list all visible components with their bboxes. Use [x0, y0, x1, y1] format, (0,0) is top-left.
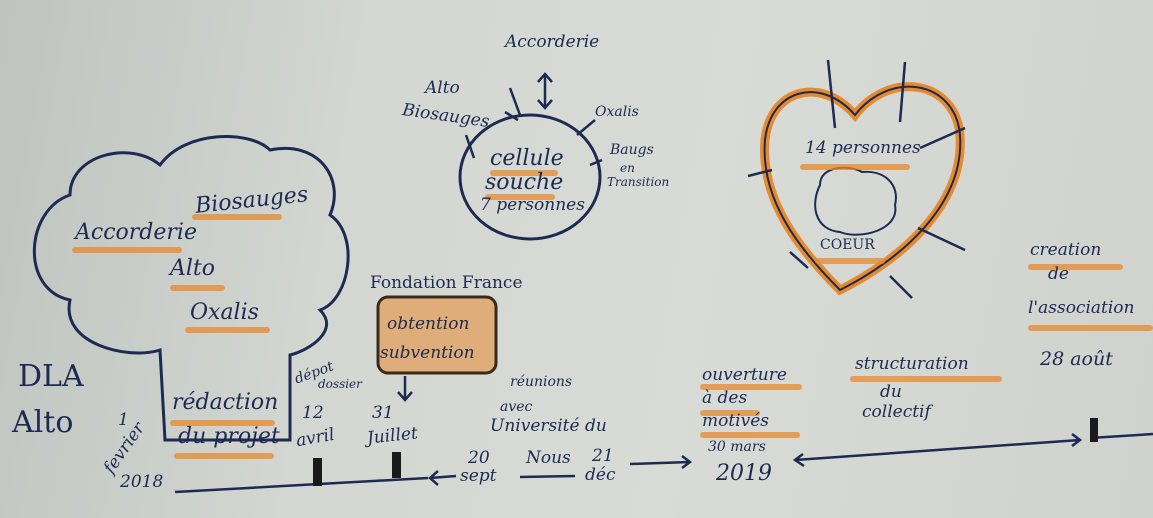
- avril-day: 12: [302, 403, 324, 423]
- structuration-l2: du: [880, 382, 902, 402]
- hl-cellule: [490, 170, 558, 176]
- ouverture-l3: motivés: [702, 411, 770, 431]
- heart-personnes: 14 personnes: [805, 138, 921, 158]
- cellule-l3: 7 personnes: [480, 195, 585, 215]
- reunions-l2: avec: [500, 399, 533, 415]
- hl-personnes: [800, 164, 910, 170]
- marker-avril: [313, 458, 322, 486]
- creation-l2: de: [1048, 264, 1069, 284]
- ouverture-l1: ouverture: [702, 365, 787, 385]
- hl-coeur: [815, 258, 885, 264]
- ouverture-l2: à des: [702, 388, 748, 408]
- hl-redaction-1: [170, 420, 275, 426]
- cloud-accorderie: Accorderie: [75, 220, 197, 245]
- timeline: [174, 432, 1153, 494]
- date-year: 2018: [120, 472, 164, 492]
- heart-arrows: [747, 59, 966, 299]
- depot-l2: dossier: [318, 377, 362, 391]
- obtention-l1: obtention: [387, 314, 470, 334]
- hl-creation: [1028, 264, 1123, 270]
- cellule-l2: souche: [485, 170, 564, 195]
- sept-month: sept: [460, 466, 497, 486]
- heart-outline: [763, 85, 962, 292]
- redaction-l1: rédaction: [172, 390, 279, 415]
- sept-day: 20: [468, 448, 490, 468]
- subvention-box: [376, 295, 498, 375]
- hl-association: [1028, 325, 1153, 331]
- redaction-l2: du projet: [178, 424, 280, 449]
- hl-cloud-oxalis: [185, 327, 270, 333]
- year-2019: 2019: [716, 461, 772, 486]
- date-day: 1: [118, 410, 129, 430]
- top-oxalis: Oxalis: [595, 104, 639, 120]
- aout: 28 août: [1040, 348, 1113, 370]
- obtention-l2: subvention: [380, 343, 475, 363]
- top-accorderie: Accorderie: [505, 32, 600, 52]
- ellipse-arrows: [464, 72, 603, 167]
- top-alto: Alto: [425, 78, 460, 98]
- structuration-l1: structuration: [855, 354, 969, 374]
- nous: Nous: [526, 448, 571, 468]
- creation-l3: l'association: [1028, 298, 1135, 318]
- mars: 30 mars: [708, 439, 766, 455]
- heart-inner-blob: [814, 166, 897, 236]
- reunions-l1: réunions: [510, 374, 573, 390]
- hl-cloud-accorderie: [72, 247, 182, 253]
- marker-aout: [1090, 418, 1098, 442]
- baugs-l1: Baugs: [610, 142, 654, 158]
- hl-souche: [485, 194, 555, 200]
- hl-motives: [700, 432, 800, 438]
- structuration-l3: collectif: [862, 402, 931, 422]
- dec-month: déc: [585, 465, 616, 485]
- dec-day: 21: [592, 446, 614, 466]
- heart-coeur: COEUR: [820, 237, 875, 253]
- hl-cloud-biosauges: [192, 214, 282, 220]
- baugs-l3: Transition: [607, 175, 670, 189]
- reunions-l3: Université du: [490, 416, 607, 436]
- left-alto: Alto: [12, 405, 74, 440]
- cloud-outline: [32, 135, 350, 442]
- marker-juillet: [392, 452, 401, 478]
- cloud-oxalis: Oxalis: [190, 300, 259, 325]
- hl-adés: [700, 410, 760, 416]
- fondation: Fondation France: [370, 273, 523, 293]
- hl-ouverture: [700, 384, 802, 390]
- cellule-l1: cellule: [490, 146, 564, 171]
- left-dla: DLA: [18, 359, 84, 394]
- cloud-alto: Alto: [170, 256, 216, 281]
- hl-structuration: [850, 376, 1002, 382]
- juillet-day: 31: [372, 403, 394, 423]
- hl-cloud-alto: [170, 285, 225, 291]
- cellule-ellipse: [458, 113, 602, 241]
- baugs-l2: en: [620, 161, 635, 175]
- hl-redaction-2: [174, 453, 274, 459]
- creation-l1: creation: [1030, 240, 1102, 260]
